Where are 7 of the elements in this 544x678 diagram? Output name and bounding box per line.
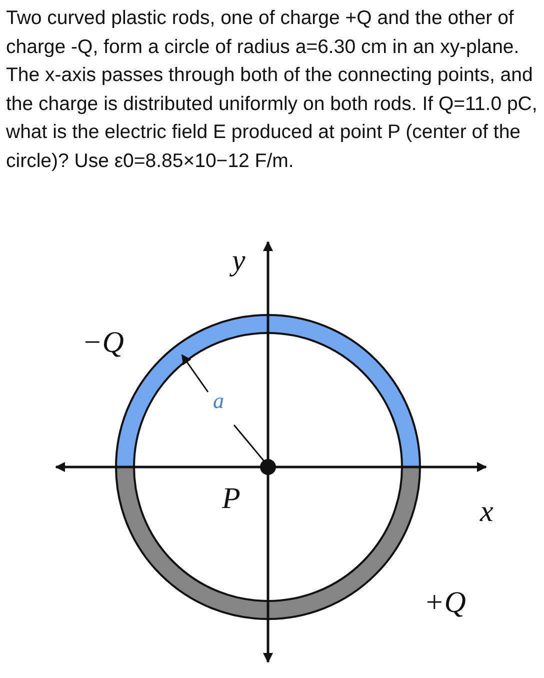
axis-label: y: [232, 246, 246, 276]
axis-label: x: [480, 497, 494, 527]
radius-label: a: [213, 390, 224, 412]
charge-label: +Q: [424, 588, 466, 618]
charge-label: −Q: [82, 328, 124, 358]
question-text: Two curved plastic rods, one of charge +Q and the other of charge -Q, form a circle of radius a=6.30 cm in an xy-plane. The x-axis passes through both of the connecting points, and the charge is distributed uniformly on both rods. If Q=11.0 pC, what is the electric field E produced at point P (center of the circle)? Use ε0=8.85×10−12 F/m.: [6, 6, 538, 174]
point-label: P: [222, 484, 240, 514]
